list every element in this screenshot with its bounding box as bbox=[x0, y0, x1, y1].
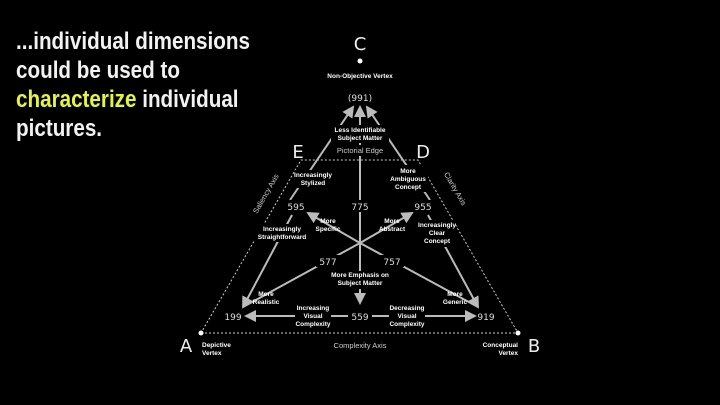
vertex-a-dot bbox=[198, 330, 204, 336]
stylized-2: Stylized bbox=[301, 180, 326, 187]
emphasis-1: More Emphasis on bbox=[331, 272, 389, 279]
stylized-1: Increasingly bbox=[294, 172, 332, 179]
outer-dotted-boundary bbox=[200, 159, 519, 334]
arrow-to-955 bbox=[359, 212, 414, 244]
clear-concept-3: Concept bbox=[424, 238, 451, 245]
increasing-visual-1: Increasing bbox=[297, 305, 330, 312]
saliency-axis-label: Saliency Axis bbox=[251, 172, 281, 215]
less-identifiable-2: Subject Matter bbox=[338, 135, 383, 142]
headline: ...individual dimensions could be used t… bbox=[16, 27, 250, 143]
increasing-visual-3: Complexity bbox=[295, 321, 330, 328]
value-955: 955 bbox=[414, 203, 431, 213]
value-577: 577 bbox=[319, 258, 336, 268]
vertex-e-letter: E bbox=[292, 142, 303, 163]
ambiguous-2: Ambiguous bbox=[390, 176, 426, 183]
generic-2: Generic bbox=[443, 299, 468, 306]
complexity-axis-label: Complexity Axis bbox=[334, 341, 387, 350]
abstract-1: More bbox=[384, 218, 400, 225]
value-775: 775 bbox=[351, 203, 368, 213]
decreasing-visual-1: Decreasing bbox=[389, 305, 424, 312]
arrow-to-595 bbox=[306, 212, 361, 244]
line-to-757 bbox=[359, 242, 479, 308]
ambiguous-3: Concept bbox=[395, 184, 422, 191]
straightforward-1: Increasingly bbox=[263, 226, 301, 233]
specific-1: More bbox=[320, 218, 336, 225]
depictive-vertex-label-1: Depictive bbox=[202, 342, 231, 349]
pictorial-edge-label: Pictorial Edge bbox=[337, 146, 383, 155]
headline-line-2: could be used to bbox=[16, 57, 180, 84]
headline-line-3-rest: individual bbox=[136, 86, 239, 113]
vertex-d-letter: D bbox=[416, 142, 430, 163]
realistic-1: More bbox=[258, 291, 274, 298]
value-559: 559 bbox=[351, 313, 368, 323]
emphasis-2: Subject Matter bbox=[338, 280, 383, 287]
less-identifiable-1: Less Identifiable bbox=[335, 127, 386, 134]
value-757: 757 bbox=[383, 258, 400, 268]
line-to-577 bbox=[242, 242, 361, 308]
value-919: 919 bbox=[477, 313, 494, 323]
vertex-c-dot bbox=[357, 58, 363, 64]
value-199: 199 bbox=[224, 313, 241, 323]
straightforward-2: Straightforward bbox=[258, 234, 306, 241]
vertex-c-letter: C bbox=[354, 34, 367, 55]
vertex-b-dot bbox=[515, 330, 521, 336]
ambiguous-1: More bbox=[400, 168, 416, 175]
conceptual-vertex-label-1: Conceptual bbox=[483, 342, 519, 349]
headline-line-1: ...individual dimensions bbox=[16, 28, 250, 55]
headline-line-4: pictures. bbox=[16, 115, 103, 142]
non-objective-vertex-label: Non-Objective Vertex bbox=[327, 73, 393, 80]
headline-highlight: characterize bbox=[16, 86, 137, 113]
specific-2: Specific bbox=[316, 226, 341, 233]
vertex-a-letter: A bbox=[180, 336, 193, 357]
realistic-2: Realistic bbox=[253, 299, 280, 306]
increasing-visual-2: Visual bbox=[303, 313, 322, 320]
clear-concept-1: Increasingly bbox=[418, 222, 456, 229]
generic-1: More bbox=[447, 291, 463, 298]
abstract-2: Abstract bbox=[379, 226, 406, 233]
vertex-b-letter: B bbox=[528, 336, 540, 357]
headline-line-3: characterize individual bbox=[16, 85, 250, 114]
decreasing-visual-2: Visual bbox=[397, 313, 416, 320]
conceptual-vertex-label-2: Vertex bbox=[498, 350, 518, 357]
value-595: 595 bbox=[287, 203, 304, 213]
decreasing-visual-3: Complexity bbox=[389, 321, 424, 328]
value-991: (991) bbox=[348, 94, 372, 104]
clarity-axis-label: Clarity Axis bbox=[442, 170, 468, 207]
depictive-vertex-label-2: Vertex bbox=[202, 350, 222, 357]
clear-concept-2: Clear bbox=[429, 230, 446, 237]
